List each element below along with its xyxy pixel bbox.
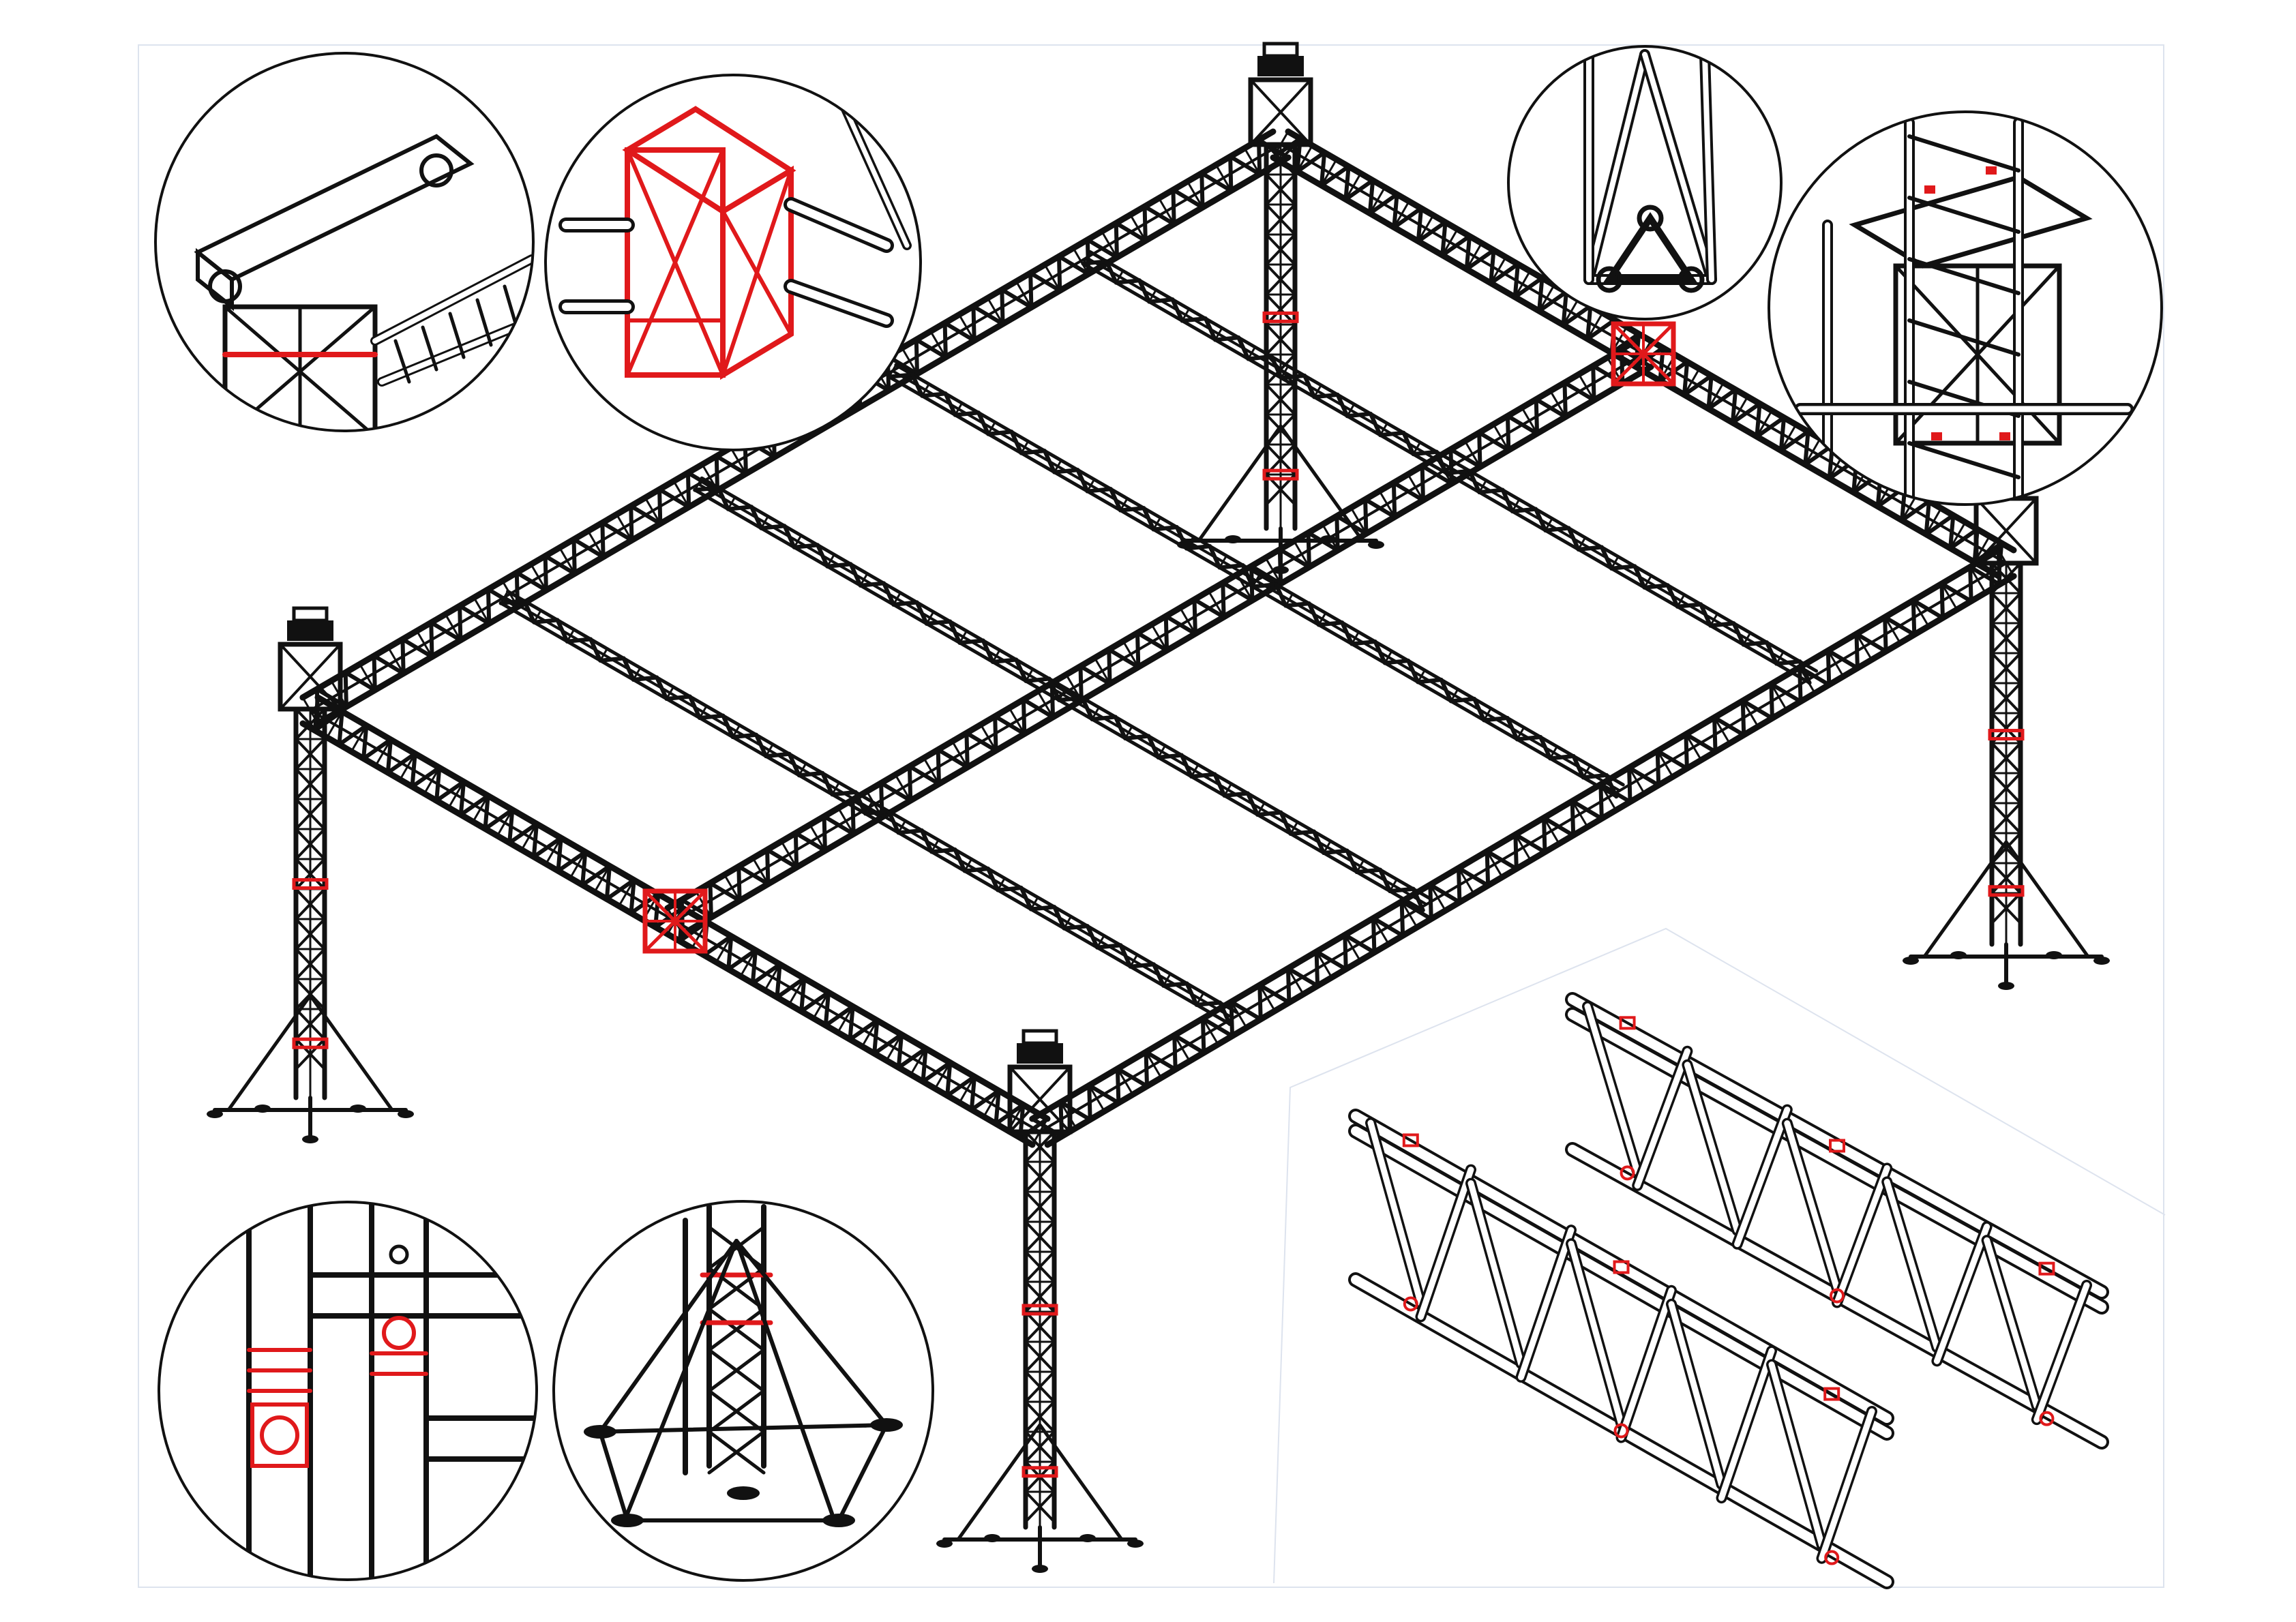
corner-block-right (1611, 321, 1676, 387)
truss-beam (693, 476, 1432, 913)
truss-segment-upper (1565, 992, 2109, 1450)
detail-tower-top-box (1768, 110, 2163, 506)
truss-beam (1029, 547, 2017, 1148)
detail-triangle-section (1507, 45, 1783, 320)
truss-beam (1081, 250, 1819, 685)
support-towers (207, 42, 2110, 1573)
tower-back (1177, 42, 1384, 574)
roof-grid (299, 128, 2017, 1148)
corner-block-left (642, 888, 708, 954)
detail-tower-base-outrigger (552, 1200, 934, 1582)
truss-segments-inset (1273, 927, 2166, 1589)
truss-beam (664, 337, 1654, 937)
detail-corner-block (544, 74, 922, 451)
tower-right (1903, 460, 2110, 990)
detail-top-sleeve-block (154, 52, 535, 432)
page-frame (138, 44, 2164, 1588)
tower-front (936, 1029, 1144, 1573)
truss-beam (498, 589, 1238, 1026)
corner-blocks (642, 321, 1676, 954)
tower-left (207, 606, 414, 1143)
truss-beam (886, 363, 1625, 799)
detail-pin-joint (158, 1201, 538, 1581)
truss-segment-lower (1348, 1109, 1894, 1589)
